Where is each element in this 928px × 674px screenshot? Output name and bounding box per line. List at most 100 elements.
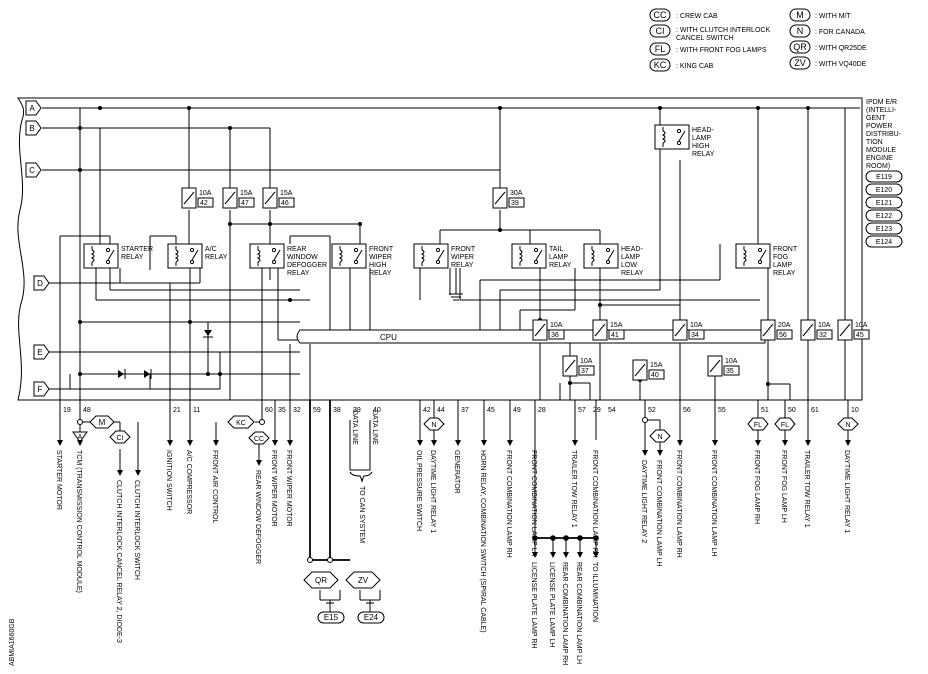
relay-label: FRONT	[369, 246, 394, 253]
output-label: A/C COMPRESSOR	[185, 450, 192, 514]
relay-label: WINDOW	[287, 254, 318, 261]
relay-layer: STARTERRELAYA/CRELAYREARWINDOWDEFOGGERRE…	[83, 124, 798, 277]
legend-text-m: : WITH M/T	[815, 13, 851, 20]
module-title-line: ENGINE	[866, 155, 893, 162]
option-kc: KC	[236, 420, 246, 427]
connector-arrow	[532, 552, 538, 558]
output-label: FRONT COMBINATION LAMP RH	[675, 450, 682, 558]
relay-label: FRONT	[451, 246, 476, 253]
ipdm-module-outline	[17, 97, 863, 401]
legend-code-cc: CC	[654, 10, 667, 20]
terminal-number: 37	[461, 407, 469, 414]
output-label: TCM (TRANSMISSION CONTROL MODULE)	[75, 450, 82, 593]
module-title: IPDM E/R (INTELLI- GENT POWER DISTRIBU- …	[865, 99, 903, 248]
output-label: REAR COMBINATION LAMP RH	[561, 562, 568, 665]
connector-arrow	[550, 552, 556, 558]
output-label: FRONT AIR CONTROL	[211, 450, 218, 523]
output-label: HORN RELAY, COMBINATION SWITCH (SPIRAL C…	[479, 450, 486, 633]
connector-arrow	[187, 440, 193, 446]
terminal-number: 39	[353, 407, 361, 414]
fuse-rating: 15A	[650, 362, 663, 369]
terminal-number: 45	[487, 407, 495, 414]
fuse-number: 40	[651, 372, 659, 379]
relay-label: HIGH	[369, 262, 387, 269]
relay-label: FOG	[773, 254, 788, 261]
relay-label: FRONT	[773, 246, 798, 253]
output-label: LICENSE PLATE LAMP RH	[530, 562, 537, 649]
relay-label: TAIL	[549, 246, 563, 253]
fuse-number: 37	[581, 368, 589, 375]
fuse-number: 47	[241, 200, 249, 207]
fuse-number: 34	[691, 332, 699, 339]
junction-dots	[78, 106, 810, 386]
relay-label: REAR	[287, 246, 306, 253]
fuse-rating: 10A	[725, 358, 738, 365]
output-label: FRONT COMBINATION LAMP LH	[655, 460, 662, 567]
connector-arrow	[572, 440, 578, 446]
connector-e120: E120	[876, 187, 892, 194]
legend-code-zv: ZV	[794, 58, 806, 68]
fuse-number: 35	[726, 368, 734, 375]
output-label: FRONT COMBINATION LAMP RH	[505, 450, 512, 558]
terminal-number: 48	[83, 407, 91, 414]
fuse-rating: 10A	[580, 358, 593, 365]
relay-label: LAMP	[773, 262, 792, 269]
relay-label: DEFOGGER	[287, 262, 327, 269]
fuse-number: 46	[281, 200, 289, 207]
fuse-rating: 15A	[610, 322, 623, 329]
relay-label: A/C	[205, 246, 217, 253]
connector-arrow	[507, 440, 513, 446]
relay-label: WIPER	[451, 254, 474, 261]
connector-arrow	[657, 450, 663, 456]
legend-text-fl: : WITH FRONT FOG LAMPS	[676, 47, 767, 54]
relay-label: RELAY	[451, 262, 474, 269]
fuse-rating: 10A	[199, 190, 212, 197]
output-label: REAR COMBINATION LAMP LH	[575, 562, 582, 664]
output-label: FRONT COMBINATION LAMP LH	[710, 450, 717, 557]
external-dots	[77, 417, 648, 563]
relay-label: HEAD-	[692, 127, 714, 134]
bus-label-f: F	[38, 385, 43, 394]
connector-arrow	[593, 552, 599, 558]
connector-arrow	[213, 440, 219, 446]
fuse-rating: 10A	[690, 322, 703, 329]
connector-arrow	[272, 440, 278, 446]
connector-e123: E123	[876, 226, 892, 233]
connector-arrow	[455, 440, 461, 446]
connector-e121: E121	[876, 200, 892, 207]
terminal-number: 40	[373, 407, 381, 414]
relay-label: RELAY	[121, 254, 144, 261]
fuse-number: 42	[200, 200, 208, 207]
relay-label: RELAY	[369, 270, 392, 277]
terminal-number: 35	[278, 407, 286, 414]
bus-label-a: A	[29, 104, 35, 113]
legend-text-qr: : WITH QR25DE	[815, 45, 867, 52]
legend-code-kc: KC	[654, 60, 667, 70]
option-n-2: N	[657, 434, 662, 441]
option-a: A	[78, 434, 83, 441]
module-title-line: DISTRIBU-	[866, 131, 902, 138]
fuse-number: 32	[819, 332, 827, 339]
connector-e124: E124	[876, 239, 892, 246]
terminal-number: 28	[538, 407, 546, 414]
output-label: IGNITION SWITCH	[165, 450, 172, 511]
relay-label: RELAY	[773, 270, 796, 277]
legend-text-n: : FOR CANADA	[815, 29, 865, 36]
option-ci: CI	[117, 435, 124, 442]
output-label: TRAILER TOW RELAY 1	[803, 450, 810, 528]
ground-internal-icon	[449, 268, 463, 301]
terminal-number: 32	[293, 407, 301, 414]
bus-label-c: C	[29, 166, 35, 175]
